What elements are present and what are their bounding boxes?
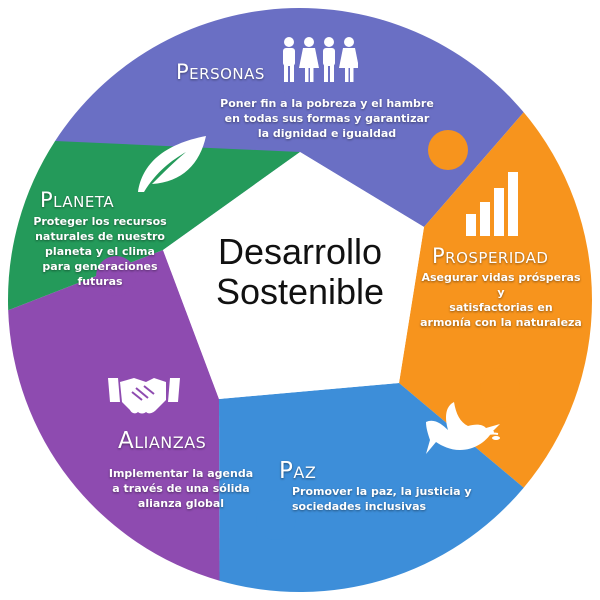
alianzas-desc-line: a través de una sólida xyxy=(112,482,250,495)
prosperidad-description: Asegurar vidas prósperas y satisfactoria… xyxy=(420,270,582,330)
personas-desc-line: la dignidad e igualdad xyxy=(257,127,397,140)
planeta-title: Planeta xyxy=(40,188,115,212)
bar-chart-icon xyxy=(466,172,518,236)
puzzle-tab xyxy=(242,78,286,122)
planeta-segment xyxy=(8,140,301,311)
paz-desc-line: Promover la paz, la justicia y xyxy=(292,485,472,498)
alianzas-segment xyxy=(8,250,220,581)
prosperidad-desc-line: armonía con la naturaleza xyxy=(420,316,582,329)
handshake-icon xyxy=(108,378,180,414)
center-pentagon xyxy=(163,152,424,399)
alianzas-desc-line: Implementar la agenda xyxy=(108,467,254,480)
paz-description: Promover la paz, la justicia y sociedade… xyxy=(292,484,492,514)
personas-desc-line: en todas sus formas y garantizar xyxy=(224,112,430,125)
puzzle-tab xyxy=(480,368,520,408)
prosperidad-segment xyxy=(399,112,592,488)
prosperidad-desc-line: satisfactorias en xyxy=(449,301,553,314)
center-title: Desarrollo Sostenible xyxy=(170,232,430,312)
personas-desc-line: Poner fin a la pobreza y el hambre xyxy=(220,97,434,110)
paz-desc-line: sociedades inclusivas xyxy=(292,500,427,513)
planeta-desc-line: Proteger los recursos xyxy=(33,215,167,228)
planeta-description: Proteger los recursos naturales de nuest… xyxy=(30,214,170,289)
planeta-desc-line: naturales de nuestro xyxy=(35,230,165,243)
paz-title: Paz xyxy=(279,458,317,484)
alianzas-description: Implementar la agenda a través de una só… xyxy=(96,466,266,511)
planeta-desc-line: para generaciones xyxy=(42,260,158,273)
planeta-desc-line: futuras xyxy=(77,275,123,288)
planeta-desc-line: planeta y el clima xyxy=(45,245,155,258)
center-title-line1: Desarrollo xyxy=(217,231,383,272)
puzzle-tab xyxy=(96,256,136,296)
prosperidad-desc-line: Asegurar vidas prósperas y xyxy=(421,271,581,299)
leaf-icon xyxy=(138,136,206,192)
center-title-line2: Sostenible xyxy=(215,271,385,312)
dove-icon xyxy=(426,402,500,454)
prosperidad-title: Prosperidad xyxy=(432,244,549,268)
alianzas-desc-line: alianza global xyxy=(137,497,225,510)
personas-description: Poner fin a la pobreza y el hambre en to… xyxy=(212,96,442,141)
alianzas-title: Alianzas xyxy=(118,428,207,454)
puzzle-tab xyxy=(256,500,296,540)
puzzle-tab xyxy=(428,130,468,170)
personas-title: Personas xyxy=(176,60,265,84)
people-icon xyxy=(283,37,358,82)
